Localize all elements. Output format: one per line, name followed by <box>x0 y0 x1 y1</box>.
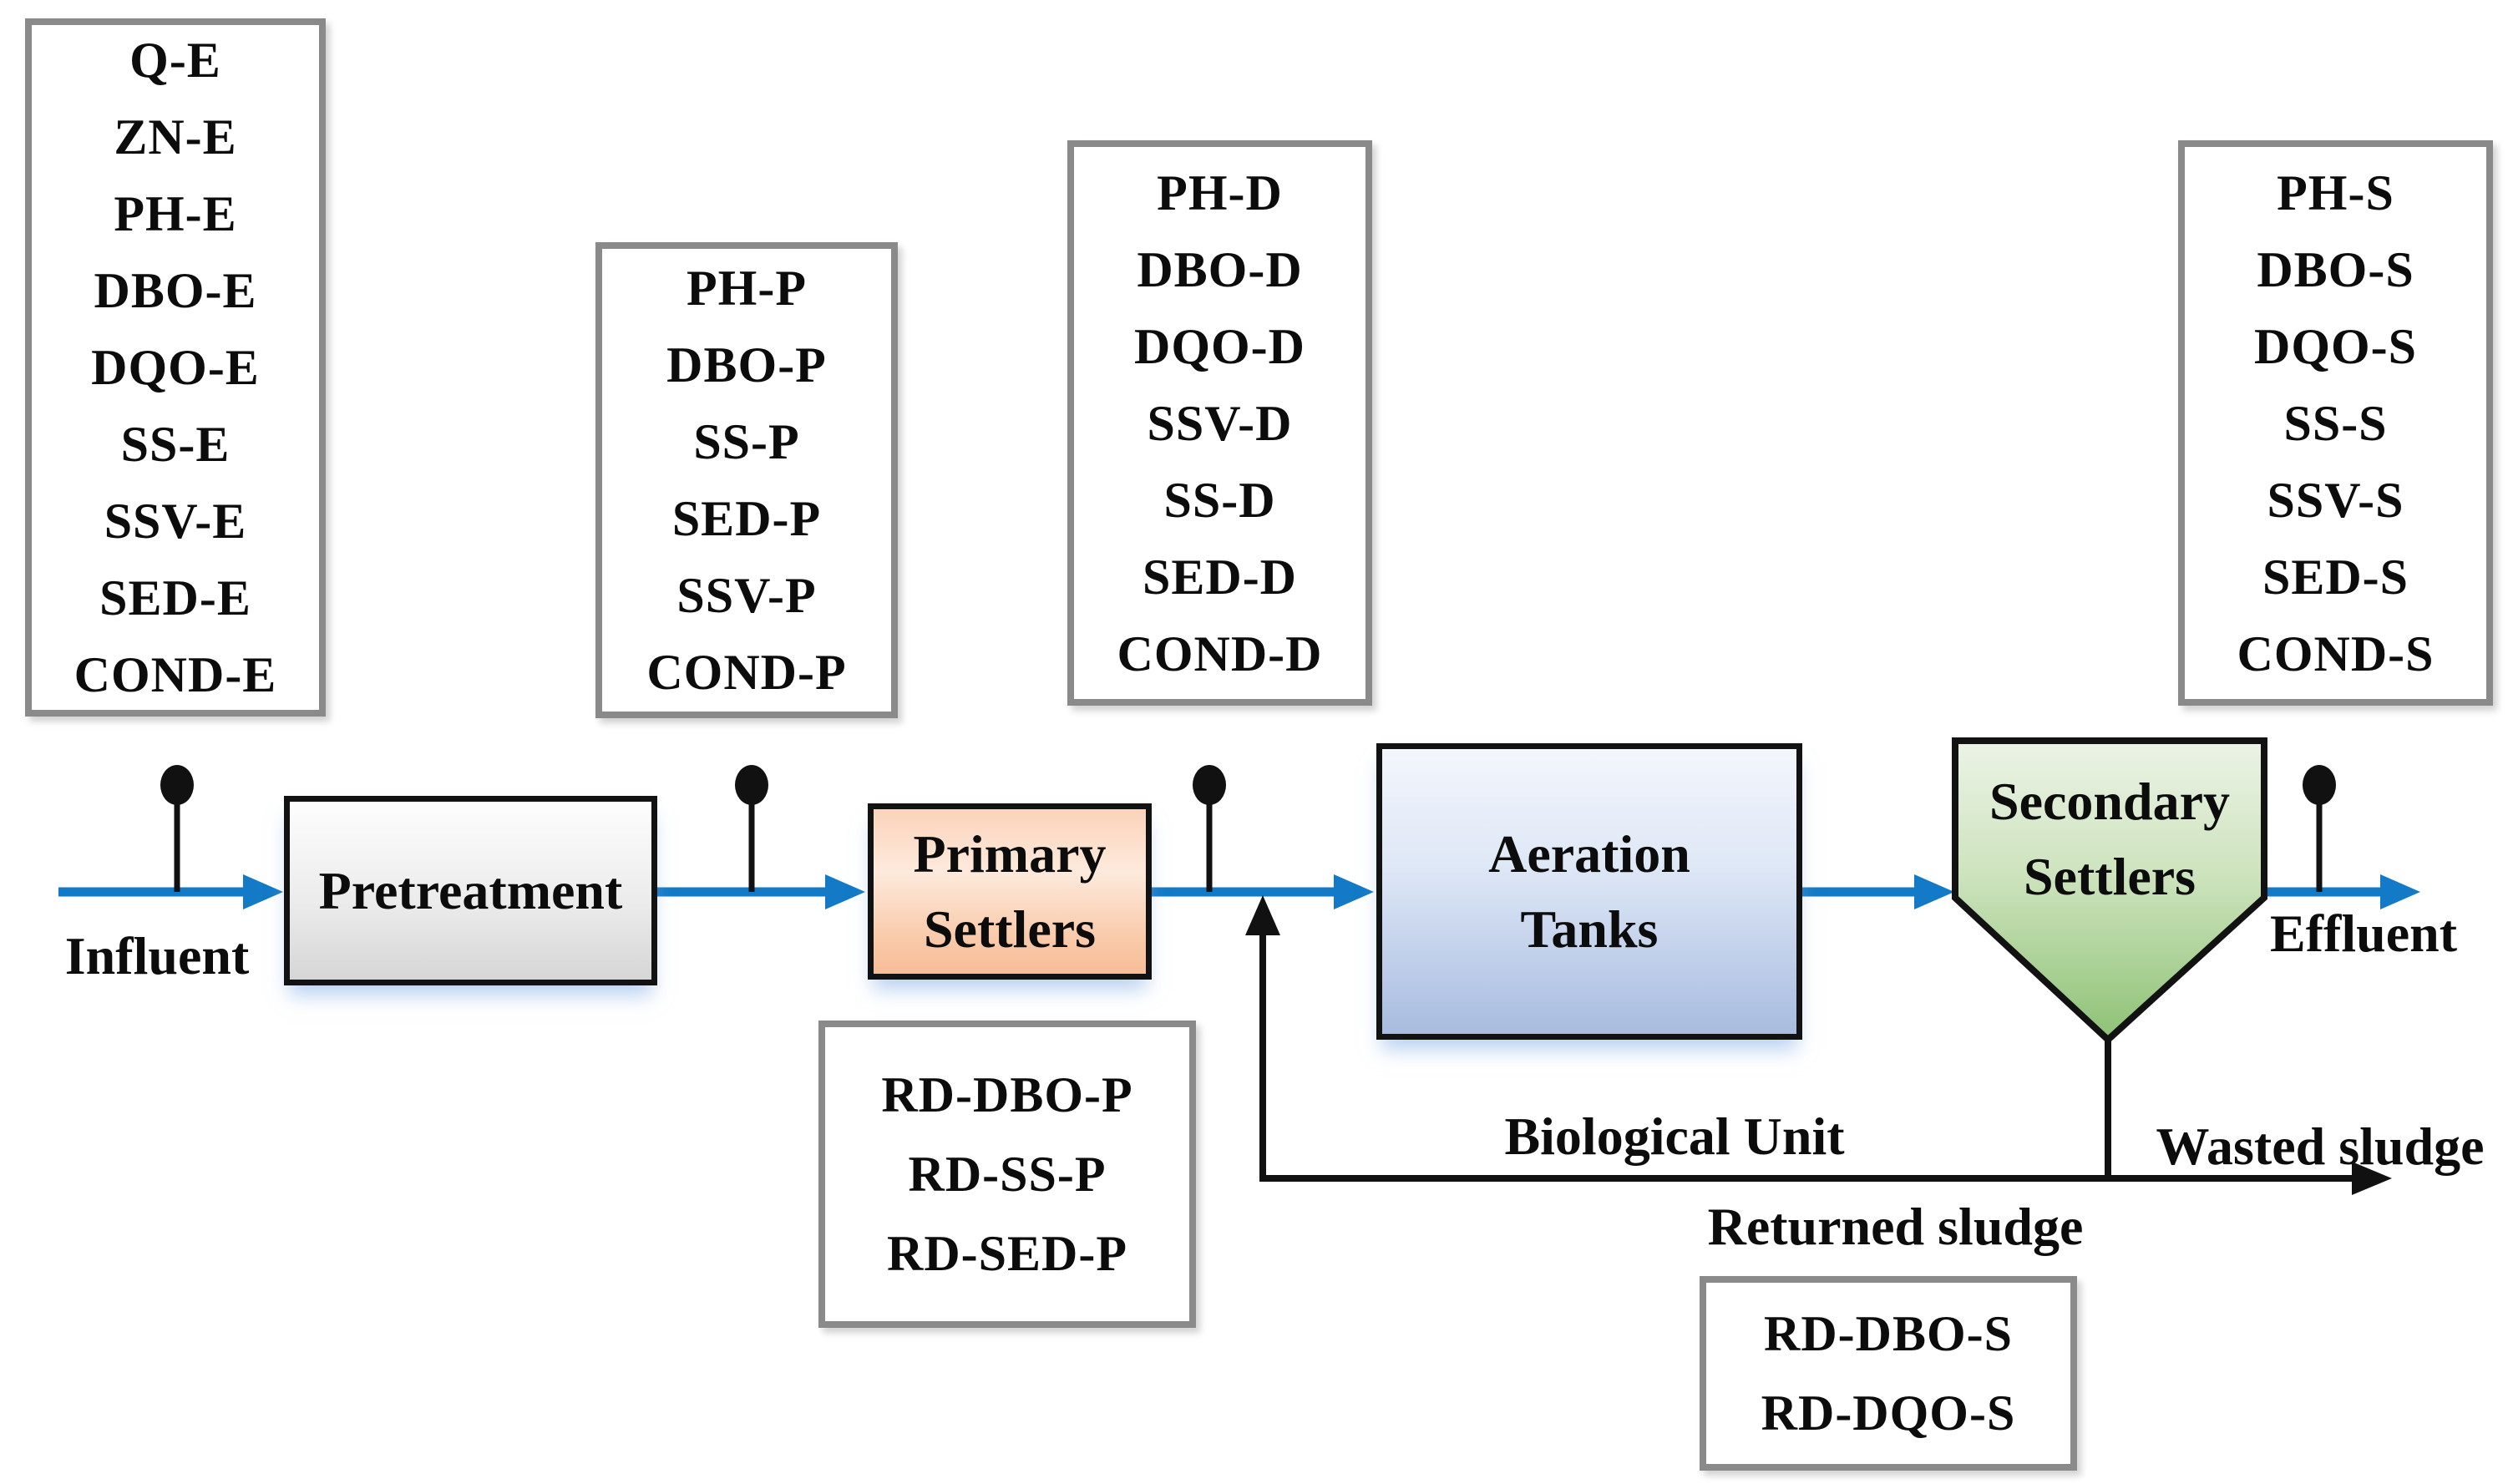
parameter-label: DBO-E <box>94 263 257 318</box>
primary-to-aeration-arrow <box>1152 874 1374 909</box>
parameter-label: DQO-D <box>1134 318 1305 374</box>
parameter-label: SSV-E <box>104 494 247 549</box>
effluent-label: Effluent <box>2270 904 2457 963</box>
parameter-label: COND-P <box>646 645 847 700</box>
parameter-label: SS-S <box>2283 395 2388 451</box>
parameter-label: ZN-E <box>114 109 237 165</box>
parameter-label: DBO-D <box>1137 241 1303 297</box>
sensor-marker-influent <box>160 765 194 892</box>
secondary-settlers-label: Secondary Settlers <box>1955 764 2264 914</box>
sensor-marker-effluent <box>2303 765 2336 892</box>
sensor-marker-after-primary <box>1193 765 1226 892</box>
parameter-label: PH-S <box>2277 165 2394 220</box>
primary-settler-parameters-box: PH-D DBO-D DQO-D SSV-D SS-D SED-D COND-D <box>1067 140 1372 706</box>
parameter-label: COND-D <box>1117 626 1323 681</box>
returned-sludge-line <box>1245 895 2355 1182</box>
unit-label: Aeration <box>1488 823 1690 884</box>
influent-parameters-box: Q-E ZN-E PH-E DBO-E DQO-E SS-E SSV-E SED… <box>25 18 326 717</box>
aeration-tanks-unit: Aeration Tanks <box>1376 743 1802 1040</box>
parameter-label: SED-E <box>99 570 251 626</box>
unit-label: Settlers <box>923 899 1097 959</box>
secondary-settlers-shape <box>1952 737 2267 1045</box>
wasted-sludge-label: Wasted sludge <box>2156 1117 2485 1176</box>
unit-label: Primary <box>913 823 1107 884</box>
secondary-effluent-parameters-box: PH-S DBO-S DQO-S SS-S SSV-S SED-S COND-S <box>2178 140 2493 706</box>
influent-flow-arrow <box>58 874 283 909</box>
parameter-label: COND-S <box>2237 626 2435 681</box>
sensor-marker-after-pretreatment <box>735 765 768 892</box>
parameter-label: SSV-P <box>676 568 817 623</box>
aeration-to-secondary-arrow <box>1802 874 1954 909</box>
pretreatment-to-primary-arrow <box>657 874 865 909</box>
returned-sludge-label: Returned sludge <box>1707 1197 2084 1256</box>
parameter-label: RD-DQO-S <box>1761 1385 2016 1441</box>
parameter-label: SED-S <box>2262 549 2409 605</box>
primary-settlers-unit: Primary Settlers <box>868 803 1152 980</box>
pretreatment-parameters-box: PH-P DBO-P SS-P SED-P SSV-P COND-P <box>595 242 898 718</box>
unit-label: Pretreatment <box>318 860 623 920</box>
parameter-label: SS-D <box>1163 472 1276 528</box>
parameter-label: PH-E <box>114 186 237 241</box>
parameter-label: RD-DBO-S <box>1763 1305 2013 1361</box>
parameter-label: DQO-S <box>2253 318 2418 374</box>
parameter-label: Q-E <box>129 33 221 88</box>
parameter-label: PH-D <box>1157 165 1283 220</box>
unit-label: Tanks <box>1520 899 1659 959</box>
parameter-label: RD-SED-P <box>887 1225 1127 1281</box>
global-performance-box: RD-DBO-S RD-DQO-S <box>1700 1276 2077 1471</box>
wasted-sludge-arrow <box>2352 1162 2392 1195</box>
effluent-flow-arrow <box>2264 874 2420 909</box>
primary-performance-box: RD-DBO-P RD-SS-P RD-SED-P <box>818 1021 1196 1328</box>
parameter-label: SS-P <box>693 414 800 469</box>
parameter-label: COND-E <box>73 647 277 702</box>
parameter-label: PH-P <box>687 261 807 316</box>
parameter-label: DBO-S <box>2257 241 2414 297</box>
influent-label: Influent <box>64 926 250 985</box>
parameter-label: DQO-E <box>91 340 260 395</box>
unit-label: Settlers <box>2023 847 2196 906</box>
parameter-label: SSV-S <box>2267 472 2404 528</box>
parameter-label: RD-SS-P <box>908 1146 1107 1202</box>
biological-unit-label: Biological Unit <box>1504 1107 1845 1166</box>
parameter-label: SED-D <box>1142 549 1298 605</box>
unit-label: Secondary <box>1989 772 2230 831</box>
parameter-label: RD-DBO-P <box>881 1066 1133 1122</box>
parameter-label: SS-E <box>120 417 231 472</box>
parameter-label: SSV-D <box>1147 395 1293 451</box>
parameter-label: SED-P <box>671 491 822 546</box>
pretreatment-unit: Pretreatment <box>284 796 657 985</box>
parameter-label: DBO-P <box>666 337 827 393</box>
